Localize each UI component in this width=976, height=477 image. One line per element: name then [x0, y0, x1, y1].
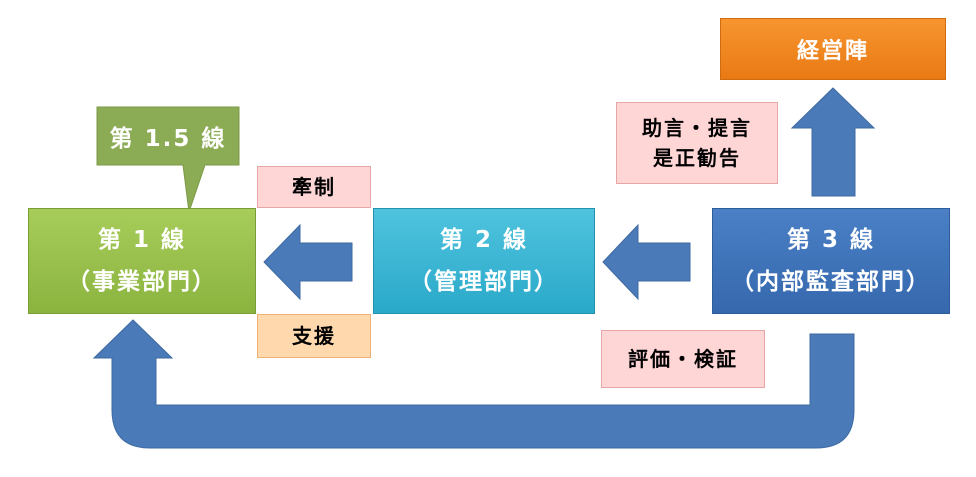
first-line-name: 第 1 線 [97, 227, 187, 253]
advice-label: 助言・提言 是正勧告 [616, 102, 778, 184]
evaluate-text: 評価・検証 [628, 347, 738, 371]
support-label: 支援 [257, 314, 371, 358]
management-label: 経営陣 [796, 39, 869, 64]
arrow-left-icon [602, 223, 691, 301]
callout-line-1-5 [96, 106, 240, 213]
second-line-dept: （管理部門） [409, 269, 559, 295]
advice-text-line1: 助言・提言 [642, 116, 752, 140]
evaluate-label: 評価・検証 [601, 330, 765, 388]
first-line-box: 第 1 線 （事業部門） [28, 208, 256, 314]
third-line-dept: （内部監査部門） [731, 269, 931, 295]
callout-label: 第 1.5 線 [109, 126, 227, 152]
arrow-left-icon [263, 223, 353, 301]
third-line-box: 第 3 線 （内部監査部門） [712, 208, 950, 314]
restrain-text: 牽制 [292, 175, 336, 199]
first-line-dept: （事業部門） [67, 269, 217, 295]
second-line-name: 第 2 線 [439, 227, 529, 253]
third-line-name: 第 3 線 [786, 227, 876, 253]
support-text: 支援 [292, 324, 336, 348]
u-turn-arrow-icon [92, 319, 855, 449]
restrain-label: 牽制 [257, 166, 371, 208]
advice-text-line2: 是正勧告 [653, 146, 741, 170]
management-box: 経営陣 [720, 18, 946, 80]
arrow-up-icon [790, 87, 876, 197]
second-line-box: 第 2 線 （管理部門） [373, 208, 595, 314]
